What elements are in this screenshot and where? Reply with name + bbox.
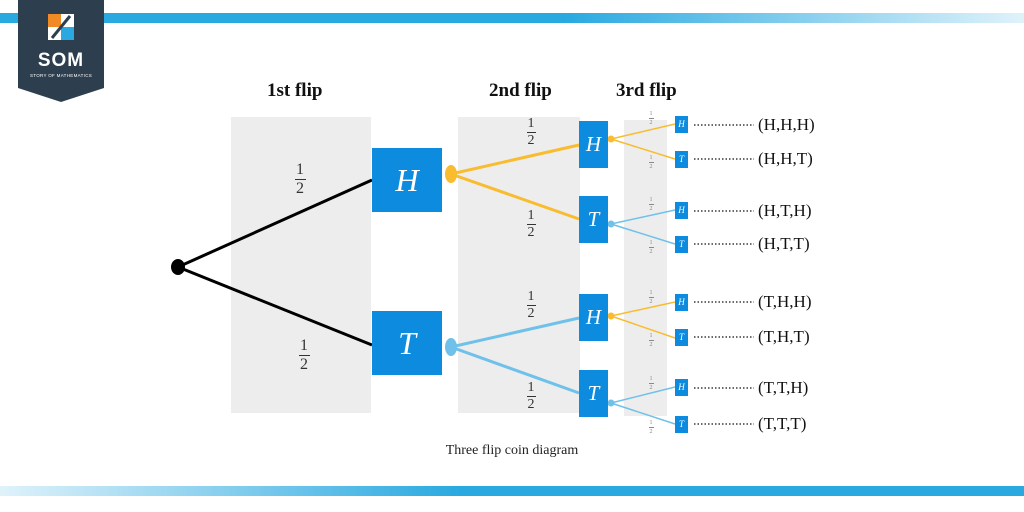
outcome-label: (H,T,T) bbox=[758, 234, 810, 253]
branch-h-h bbox=[450, 143, 580, 176]
second-flip-heads-box-1: H bbox=[579, 121, 608, 168]
bottom-accent-bar bbox=[0, 486, 1024, 496]
second-flip-tails-box-1: T bbox=[579, 196, 608, 243]
t-branch-node bbox=[445, 338, 457, 356]
third-flip-box: T bbox=[675, 329, 688, 346]
outcome-label: (H,H,T) bbox=[758, 149, 813, 168]
third-flip-box: H bbox=[675, 379, 688, 396]
third-flip-panel bbox=[624, 120, 667, 416]
outcome-label: (T,T,H) bbox=[758, 378, 809, 397]
third-flip-box: T bbox=[675, 151, 688, 168]
logo-text: SOM bbox=[37, 50, 85, 71]
top-accent-bar bbox=[0, 13, 1024, 23]
branch-root-t bbox=[177, 265, 373, 347]
third-flip-box: H bbox=[675, 202, 688, 219]
outcome-label: (H,H,H) bbox=[758, 115, 815, 134]
third-flip-box: T bbox=[675, 236, 688, 253]
outcome-label: (H,T,H) bbox=[758, 201, 812, 220]
logo-subtext: STORY OF MATHEMATICS bbox=[29, 73, 93, 78]
first-flip-heading: 1st flip bbox=[267, 80, 323, 101]
branch-h-t bbox=[450, 172, 580, 221]
second-flip-heading: 2nd flip bbox=[489, 80, 552, 101]
first-flip-tails-box: T bbox=[372, 311, 442, 375]
branch-t-h bbox=[450, 316, 580, 349]
outcome-label: (T,T,T) bbox=[758, 414, 807, 433]
root-node bbox=[171, 259, 185, 275]
third-flip-heading: 3rd flip bbox=[616, 80, 677, 101]
third-flip-box: T bbox=[675, 416, 688, 433]
diagram-caption: Three flip coin diagram bbox=[445, 443, 579, 458]
outcome-label: (T,H,T) bbox=[758, 327, 810, 346]
branch-root-h bbox=[177, 178, 373, 269]
outcome-label: (T,H,H) bbox=[758, 292, 812, 311]
second-flip-heads-box-2: H bbox=[579, 294, 608, 341]
first-flip-panel bbox=[231, 117, 371, 413]
branch-t-t bbox=[450, 345, 580, 395]
third-flip-box: H bbox=[675, 116, 688, 133]
h-branch-node bbox=[445, 165, 457, 183]
som-logo bbox=[18, 0, 104, 102]
second-flip-tails-box-2: T bbox=[579, 370, 608, 417]
first-flip-heads-box: H bbox=[372, 148, 442, 212]
third-flip-box: H bbox=[675, 294, 688, 311]
